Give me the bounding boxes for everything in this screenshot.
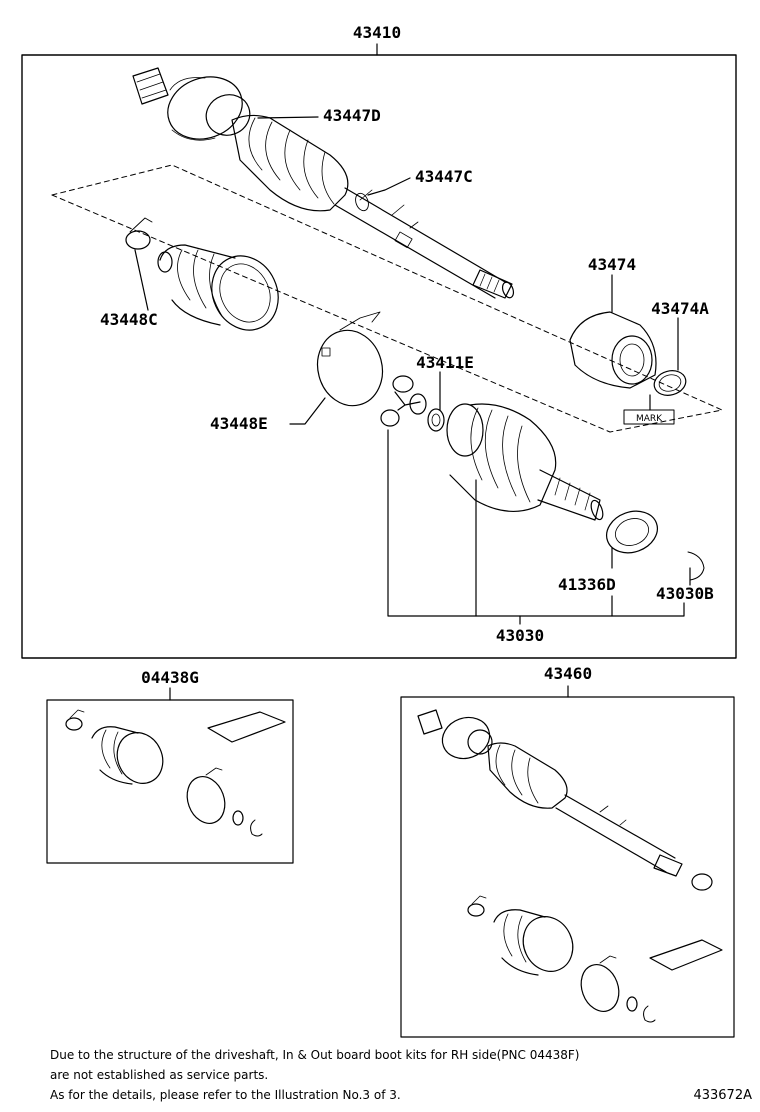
label-43411E: 43411E: [416, 353, 474, 372]
label-43447D: 43447D: [323, 106, 381, 125]
subassembly-dashed-outline: [51, 164, 723, 433]
label-43030B: 43030B: [656, 584, 714, 603]
label-04438G: 04438G: [141, 668, 199, 687]
label-43474: 43474: [588, 255, 636, 274]
label-43448E: 43448E: [210, 414, 268, 433]
mark-box: [623, 409, 675, 425]
label-43448C: 43448C: [100, 310, 158, 329]
illustration-id: 433672A: [693, 1088, 752, 1103]
main-driveshaft: [132, 67, 515, 299]
label-41336D: 41336D: [558, 575, 616, 594]
label-43410: 43410: [353, 23, 401, 42]
label-43460: 43460: [544, 664, 592, 683]
outer-boot-43448c: [125, 217, 279, 331]
bearing-bracket-43474: [569, 311, 687, 396]
boot-kit-parts: [65, 709, 286, 837]
note-line-3: As for the details, please refer to the …: [50, 1088, 401, 1102]
boot-kit-frame: [46, 699, 294, 864]
label-43030: 43030: [496, 626, 544, 645]
clamp-band-43448e: [316, 311, 384, 407]
note-line-1: Due to the structure of the driveshaft, …: [50, 1048, 580, 1062]
rh-driveshaft-frame: [400, 696, 735, 1038]
tripod-joint: [380, 375, 445, 432]
main-assembly-frame: [21, 54, 737, 659]
note-line-2: are not established as service parts.: [50, 1068, 269, 1082]
label-43474A: 43474A: [651, 299, 709, 318]
rh-driveshaft-parts: [417, 709, 723, 1023]
mark-label: MARK: [636, 414, 663, 424]
inner-joint-43030: [446, 403, 705, 581]
label-43447C: 43447C: [415, 167, 473, 186]
